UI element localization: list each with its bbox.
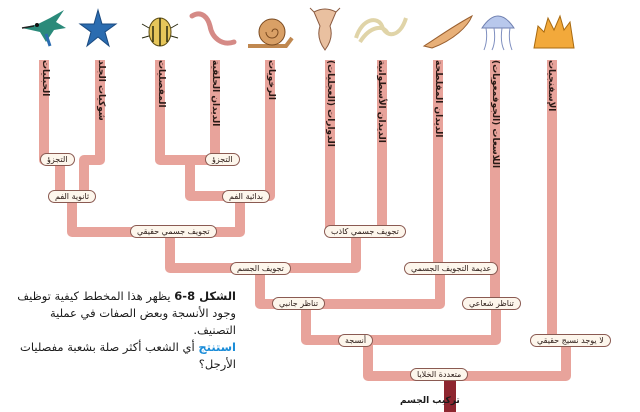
phylum-label: الإسفنجيات <box>546 60 556 112</box>
snail-icon <box>246 14 296 50</box>
node-pseudocoelom: تجويف جسمي كاذب <box>324 225 406 238</box>
node-deuterostome: ثانوية الفم <box>48 190 97 203</box>
phylum-label: الديدان الأسطوانية <box>376 60 386 143</box>
node-segmentation: التجزؤ <box>40 153 75 166</box>
phylum-label: الرخويات <box>266 60 276 100</box>
beetle-icon <box>140 10 180 50</box>
node-segmentation: التجزؤ <box>205 153 240 166</box>
node-acoelomate: عديمة التجويف الجسمي <box>404 262 499 275</box>
caption-title: الشكل 8-6 <box>174 289 236 303</box>
node-tissues: أنسجة <box>338 334 374 347</box>
caption-question-label: استنتج <box>198 340 236 354</box>
node-true-coelom: تجويف جسمي حقيقي <box>130 225 217 238</box>
phylum-label: الحبليات <box>40 60 50 97</box>
tree-branch <box>306 268 445 309</box>
rotifer-icon <box>308 6 342 52</box>
tree-branch <box>155 60 240 201</box>
roundworm-icon <box>352 8 410 48</box>
tree-branch <box>368 304 501 345</box>
node-bilateral: تناظر جانبي <box>272 297 326 310</box>
earthworm-icon <box>188 8 238 52</box>
node-protostome: بدائية الفم <box>222 190 271 203</box>
tree-branch <box>260 232 361 273</box>
figure-caption: الشكل 8-6 يظهر هذا المخطط كيفية توظيف وج… <box>6 288 236 373</box>
starfish-icon <box>78 8 118 48</box>
phylum-label: الديدان الحلقية <box>210 60 220 127</box>
flatworm-icon <box>420 10 476 50</box>
jellyfish-icon <box>478 8 518 52</box>
caption-question: أي الشعب أكثر صلة بشعبة مفصليات الأرجل؟ <box>20 340 236 371</box>
tree-trunk <box>444 376 456 412</box>
phylum-label: المفصليات <box>156 60 166 108</box>
caption-text: يظهر هذا المخطط كيفية توظيف وجود الأنسجة… <box>17 289 236 337</box>
footer-label: تركيب الجسم <box>400 396 460 406</box>
node-radial: تناظر شعاعي <box>462 297 521 310</box>
sponge-icon <box>530 12 578 50</box>
tree-branch <box>450 340 571 381</box>
node-multicellular: متعددة الخلايا <box>410 368 469 381</box>
node-no-tissues: لا يوجد نسيج حقيقي <box>530 334 611 347</box>
phylum-label: الدوارات (العجليات) <box>325 60 335 147</box>
phylum-label: الديدان المفلطحة <box>433 60 443 138</box>
node-coelom: تجويف الجسم <box>230 262 291 275</box>
phylum-label: اللاسعات (الجوفمعويات) <box>490 60 500 169</box>
phylum-label: شوكيات الجلد <box>96 60 106 121</box>
hummingbird-icon <box>20 6 70 50</box>
